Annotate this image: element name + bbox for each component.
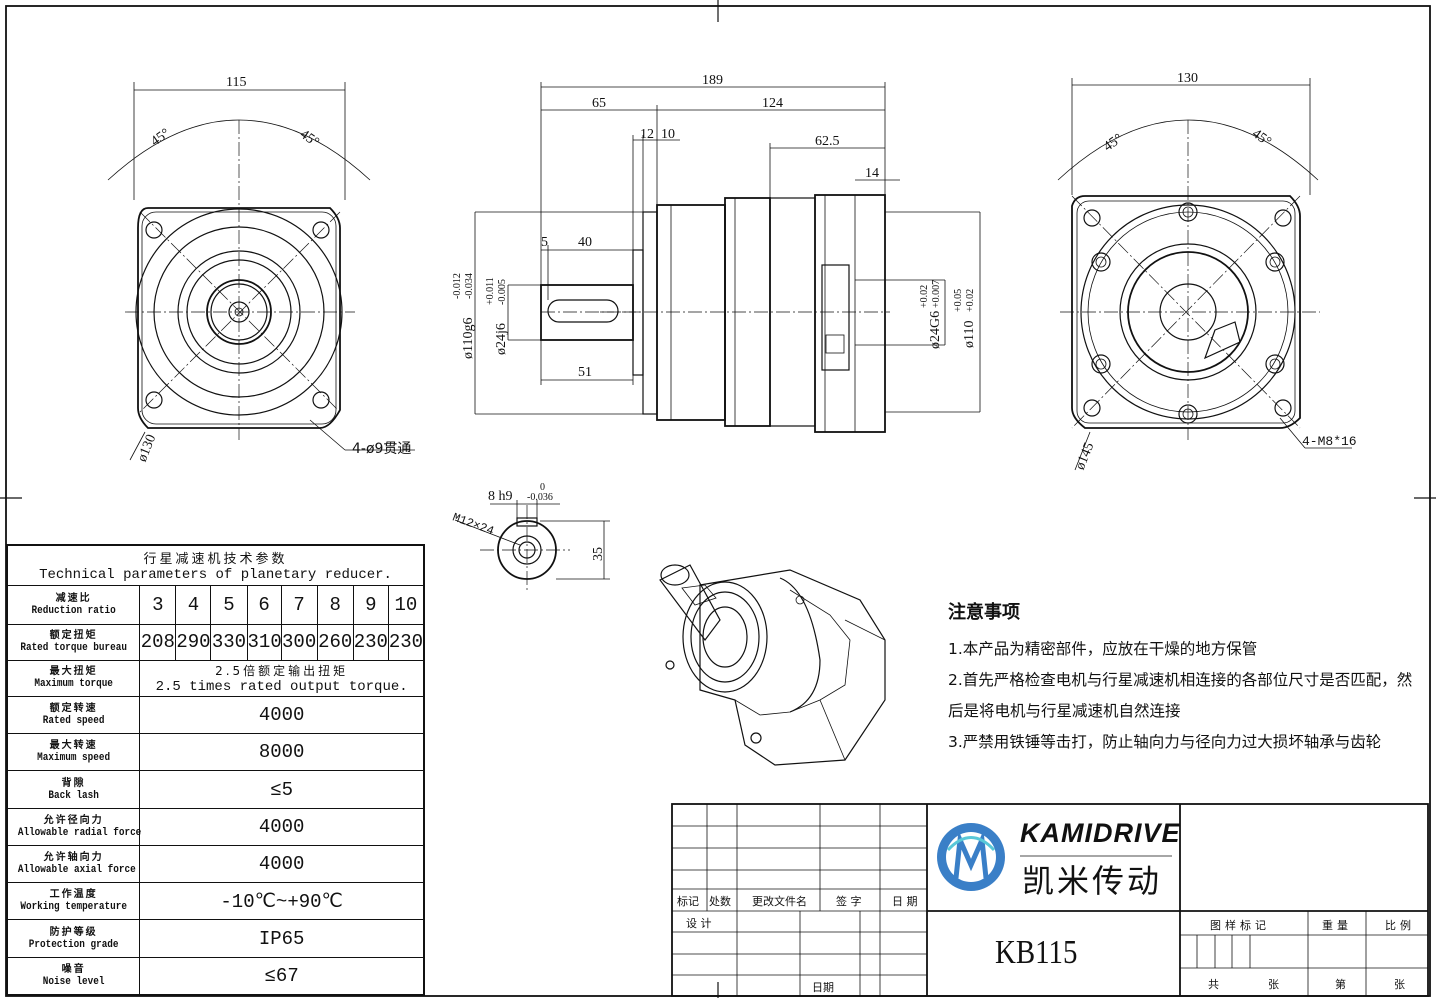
spec-table: 行星减速机技术参数 Technical parameters of planet… bbox=[6, 544, 425, 996]
output-flange-view bbox=[107, 82, 415, 461]
torque-cell: 300 bbox=[280, 623, 318, 661]
motor-flange-view bbox=[1057, 78, 1352, 471]
torque-cell: 208 bbox=[139, 623, 177, 661]
isometric-view bbox=[659, 564, 886, 766]
notes-section: 注意事项 1.本产品为精密部件，应放在干燥的地方保管 2.首先严格检查电机与行星… bbox=[948, 598, 1418, 758]
key-section-view bbox=[454, 500, 610, 590]
dim-motor-pilot-tol-dn: +0.02 bbox=[965, 289, 976, 312]
dim-62-5: 62.5 bbox=[815, 134, 840, 149]
ratio-cell: 7 bbox=[280, 585, 318, 625]
dim-shaft-tol-up: +0.011 bbox=[485, 277, 496, 305]
dim-width-right: 130 bbox=[1177, 71, 1198, 86]
dim-5: 5 bbox=[541, 235, 548, 250]
dim-key-tol-up: 0 bbox=[540, 482, 545, 493]
dim-14: 14 bbox=[865, 166, 879, 181]
dim-width-left: 115 bbox=[226, 75, 246, 90]
model-number: KB115 bbox=[995, 934, 1078, 971]
dim-overall-length: 189 bbox=[702, 73, 723, 88]
brand-name-cn: 凯米传动 bbox=[1022, 862, 1163, 900]
dim-key-width: 8 h9 bbox=[488, 489, 513, 504]
spec-table-header: 行星减速机技术参数 Technical parameters of planet… bbox=[7, 544, 424, 587]
dim-holes-right: 4-M8*16 bbox=[1302, 434, 1357, 449]
torque-cell: 230 bbox=[352, 623, 389, 661]
dim-40: 40 bbox=[578, 235, 592, 250]
dim-pilot-diameter: ø110g6 bbox=[461, 318, 476, 359]
ratio-cell: 10 bbox=[387, 585, 425, 625]
ratio-cell: 6 bbox=[246, 585, 282, 625]
side-section-view bbox=[474, 82, 981, 433]
dim-pilot-tol-up: -0.012 bbox=[452, 273, 463, 299]
ratio-cell: 3 bbox=[139, 585, 177, 625]
dim-key-height: 35 bbox=[591, 547, 606, 561]
dim-shaft-tol-dn: -0.005 bbox=[497, 279, 508, 305]
notes-title: 注意事项 bbox=[948, 602, 1020, 623]
torque-cell: 310 bbox=[246, 623, 282, 661]
note-line: 后是将电机与行星减速机自然连接 bbox=[948, 702, 1181, 720]
brand-logo-icon bbox=[937, 823, 1005, 891]
dim-shaft-diameter: ø24j6 bbox=[494, 323, 509, 355]
note-line: 2.首先严格检查电机与行星减速机相连接的各部位尺寸是否匹配，然 bbox=[948, 671, 1413, 689]
torque-cell: 330 bbox=[210, 623, 248, 661]
ratio-cell: 4 bbox=[175, 585, 212, 625]
dim-holes-left: 4-ø9贯通 bbox=[352, 441, 411, 457]
torque-cell: 230 bbox=[387, 623, 425, 661]
torque-cell: 290 bbox=[175, 623, 212, 661]
note-line: 1.本产品为精密部件，应放在干燥的地方保管 bbox=[948, 640, 1258, 658]
ratio-cell: 5 bbox=[210, 585, 248, 625]
dim-motor-pilot: ø110 bbox=[962, 321, 977, 348]
dim-body-length: 124 bbox=[762, 96, 783, 111]
brand-name: KAMIDRIVE bbox=[1020, 818, 1181, 848]
note-line: 3.严禁用铁锤等击打，防止轴向力与径向力过大损坏轴承与齿轮 bbox=[948, 733, 1382, 751]
dim-motor-shaft-tol-up: +0.02 bbox=[919, 285, 930, 308]
dim-shaft-length: 65 bbox=[592, 96, 606, 111]
dim-pilot-tol-dn: -0.034 bbox=[464, 273, 475, 299]
dim-motor-shaft-tol-dn: +0.007 bbox=[931, 280, 942, 308]
dim-10: 10 bbox=[661, 127, 675, 142]
dim-key-tol-dn: -0.036 bbox=[527, 492, 553, 503]
dim-51: 51 bbox=[578, 365, 592, 380]
dim-motor-shaft: ø24G6 bbox=[928, 311, 943, 349]
ratio-cell: 8 bbox=[316, 585, 354, 625]
dim-12: 12 bbox=[640, 127, 654, 142]
dim-motor-pilot-tol-up: +0.05 bbox=[953, 289, 964, 312]
